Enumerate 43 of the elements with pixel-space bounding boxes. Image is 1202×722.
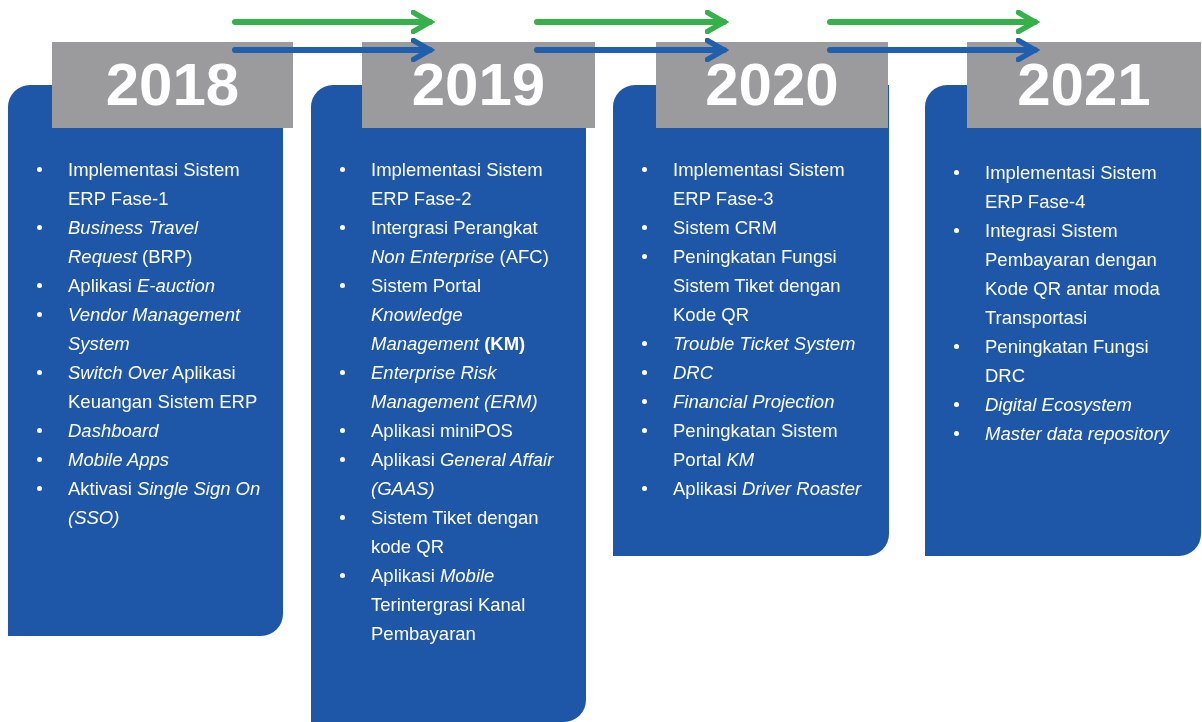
list-item: Sistem Tiket dengan kode QR (371, 503, 567, 561)
list-item: Switch Over Aplikasi Keuangan Sistem ERP (68, 358, 264, 416)
year-label: 2018 (105, 55, 240, 115)
arrow (232, 37, 433, 63)
list-item: Aplikasi E-auction (68, 271, 264, 300)
list-item: Implementasi Sistem ERP Fase-3 (673, 155, 869, 213)
year-label: 2019 (411, 55, 546, 115)
arrow (232, 9, 433, 35)
list-item: Peningkatan Sistem Portal KM (673, 416, 869, 474)
list-item: Peningkatan Fungsi DRC (985, 332, 1181, 390)
arrow (534, 9, 727, 35)
year-box (52, 42, 293, 128)
list-item: Master data repository (985, 419, 1181, 448)
list-item: Sistem Portal Knowledge Management (KM) (371, 271, 567, 358)
list-item: Aplikasi Driver Roaster (673, 474, 869, 503)
year-label: 2020 (705, 55, 839, 115)
list-item: Mobile Apps (68, 445, 264, 474)
list-item: Aplikasi Mobile Terintergrasi Kanal Pembayaran (371, 561, 567, 648)
list-item: Peningkatan Fungsi Sistem Tiket dengan Kode QR (673, 242, 869, 329)
arrow (827, 37, 1038, 63)
year-box (967, 42, 1201, 128)
list-item: Sistem CRM (673, 213, 869, 242)
list-item: Vendor Management System (68, 300, 264, 358)
list-item: Business Travel Request (BRP) (68, 213, 264, 271)
list-item: Aktivasi Single Sign On (SSO) (68, 474, 264, 532)
list-item: Financial Projection (673, 387, 869, 416)
list-item: Implementasi Sistem ERP Fase-1 (68, 155, 264, 213)
list-item: Enterprise Risk Management (ERM) (371, 358, 567, 416)
list-item: Implementasi Sistem ERP Fase-4 (985, 158, 1181, 216)
year-box (656, 42, 888, 128)
list-item: Trouble Ticket System (673, 329, 869, 358)
list-item: Intergrasi Perangkat Non Enterprise (AFC) (371, 213, 567, 271)
list-item: DRC (673, 358, 869, 387)
arrow (827, 9, 1038, 35)
year-label: 2021 (1017, 55, 1151, 115)
list-item: Digital Ecosystem (985, 390, 1181, 419)
year-box (362, 42, 595, 128)
list-item: Aplikasi General Affair (GAAS) (371, 445, 567, 503)
list-item: Dashboard (68, 416, 264, 445)
list-item: Integrasi Sistem Pembayaran dengan Kode QR antar moda Transportasi (985, 216, 1181, 332)
list-item: Aplikasi miniPOS (371, 416, 567, 445)
list-item: Implementasi Sistem ERP Fase-2 (371, 155, 567, 213)
arrow (534, 37, 727, 63)
